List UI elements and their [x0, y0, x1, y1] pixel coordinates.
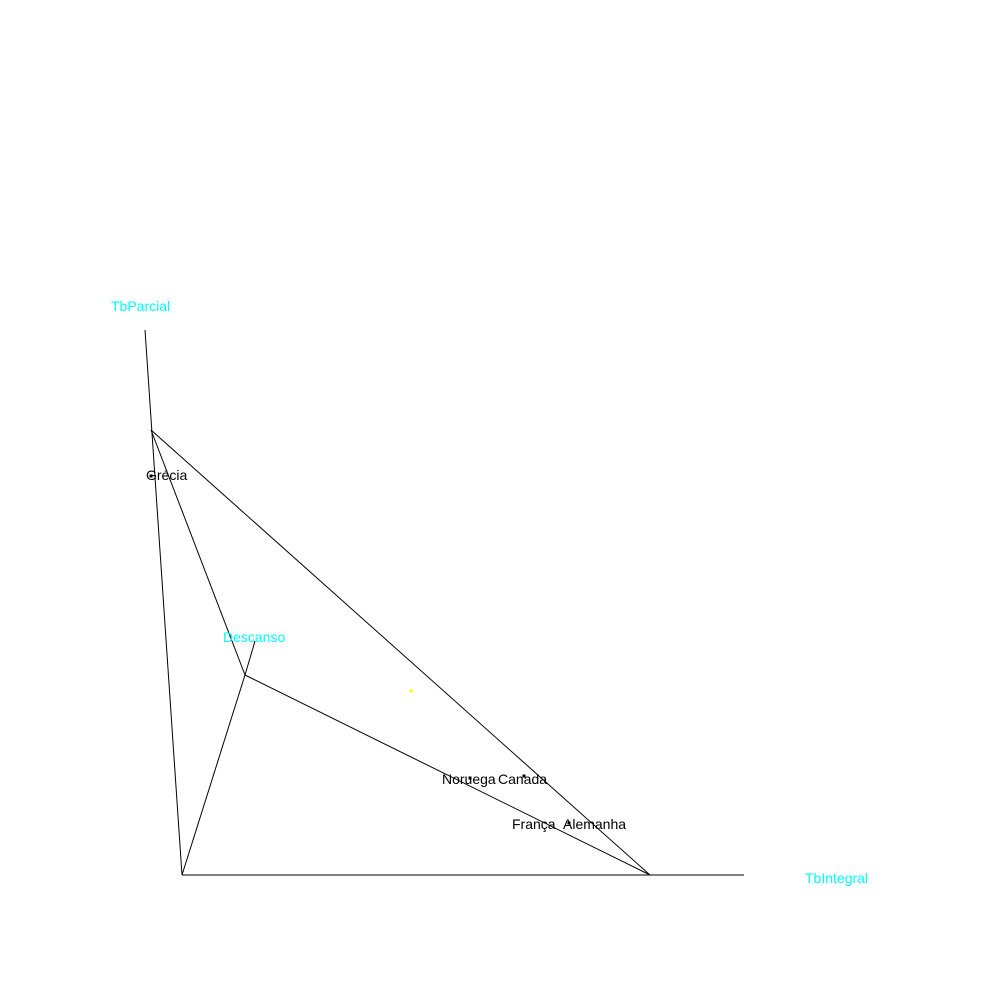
projection-points — [149, 474, 571, 825]
axis-label-tbintegral: TbIntegral — [805, 870, 868, 886]
point-label-noruega: Noruega — [442, 771, 496, 787]
projection-labels: TbParcial Descanso TbIntegral Grécia Nor… — [111, 298, 868, 886]
edge-grecia-hub — [150, 429, 246, 676]
point-mark-canada — [522, 774, 526, 778]
point-label-franca: França — [512, 816, 556, 832]
point-label-canada: Canada — [498, 771, 547, 787]
edge-tbparcial-axis — [144, 329, 183, 876]
edge-hub-tbintegral — [244, 674, 651, 876]
point-mark-alemanha — [567, 821, 571, 825]
edge-hub-origin — [181, 674, 246, 876]
projection-edges — [144, 329, 744, 876]
axis-label-tbparcial: TbParcial — [111, 298, 170, 314]
point-mark-grecia — [149, 474, 153, 478]
point-label-grecia: Grécia — [146, 467, 187, 483]
point-mark-noruega — [468, 776, 472, 780]
axis-label-descanso: Descanso — [223, 629, 285, 645]
point-label-alemanha: Alemanha — [563, 816, 626, 832]
center-point — [409, 689, 413, 693]
edge-hub-descanso — [244, 640, 256, 676]
edge-grecia-tbintegral — [150, 429, 651, 876]
